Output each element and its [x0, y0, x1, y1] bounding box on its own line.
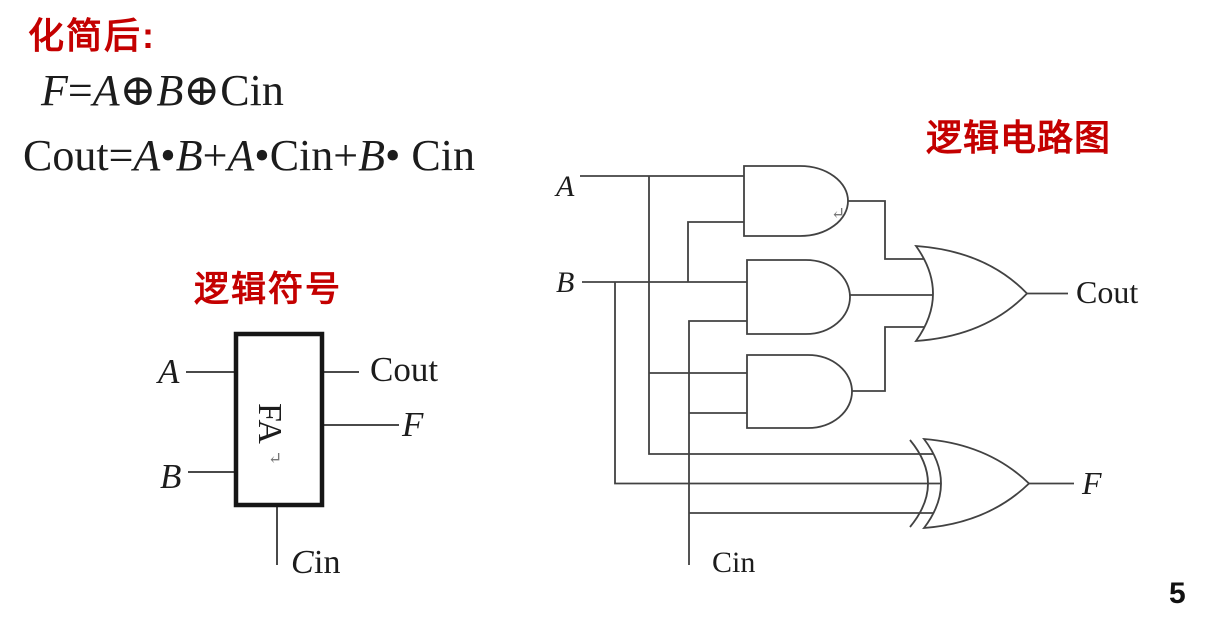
- fa-logic-symbol: FA ↵ A B Cout F C in: [156, 331, 438, 581]
- formula-carry: Cout=A•B+A•Cin+B• Cin: [23, 134, 475, 178]
- formula-segment: A: [227, 131, 255, 180]
- heading-simplified: 化简后:: [28, 15, 156, 56]
- circuit-output-f-label: F: [1081, 465, 1102, 501]
- formula-segment: Cout=: [23, 131, 134, 180]
- symbol-input-a-label: A: [156, 352, 180, 391]
- heading-logic-circuit: 逻辑电路图: [926, 117, 1112, 158]
- wire-b-branch-to-xor: [614, 282, 950, 485]
- wire-b-to-and1: [687, 221, 760, 282]
- page-number: 5: [1169, 577, 1186, 610]
- formula-segment: +: [202, 131, 228, 180]
- wire-a-branch-to-xor: [648, 176, 950, 455]
- and-gate-3: [746, 354, 853, 429]
- formula-segment: A: [133, 131, 161, 180]
- formula-segment: ⊕: [119, 66, 157, 115]
- fa-gate-circuit: A B Cin Cout F ↵: [554, 165, 1138, 579]
- formula-segment: =: [67, 66, 93, 115]
- fa-box: [233, 331, 325, 508]
- circuit-input-b-label: B: [556, 266, 574, 299]
- wire-and1-to-or: [848, 200, 945, 260]
- formula-sum: F=A⊕B⊕Cin: [41, 69, 284, 113]
- circuit-wires: [580, 175, 1074, 565]
- wire-cin-line-to-and2: [688, 320, 760, 565]
- formula-segment: B: [358, 131, 385, 180]
- wire-and3-to-or: [852, 326, 945, 392]
- symbol-output-cout-label: Cout: [370, 350, 438, 389]
- formula-segment: B: [175, 131, 203, 180]
- circuit-output-cout-label: Cout: [1076, 274, 1138, 310]
- xor-gate-input-arc: [909, 439, 929, 528]
- and-gate-1: [743, 165, 849, 237]
- symbol-cin-label-c: C: [291, 544, 314, 581]
- return-mark-symbol: ↵: [268, 449, 282, 468]
- symbol-output-f-label: F: [401, 405, 424, 444]
- formula-segment: B: [156, 66, 184, 115]
- or-gate: [914, 244, 1029, 343]
- xor-gate-body: [922, 437, 1031, 530]
- return-mark-circuit: ↵: [831, 204, 845, 223]
- symbol-cin-label-in: in: [314, 544, 340, 581]
- formula-segment: • Cin: [384, 131, 475, 180]
- circuit-input-cin-label: Cin: [712, 546, 755, 579]
- formula-segment: •: [160, 131, 176, 180]
- heading-logic-symbol: 逻辑符号: [194, 270, 343, 309]
- formula-segment: F: [41, 66, 68, 115]
- and-gate-2: [746, 259, 851, 335]
- formula-segment: A: [92, 66, 120, 115]
- formula-segment: ⊕Cin: [183, 66, 284, 115]
- circuit-input-a-label: A: [554, 170, 575, 203]
- fa-box-label: FA: [251, 403, 288, 444]
- formula-segment: •Cin+: [254, 131, 359, 180]
- symbol-input-b-label: B: [160, 457, 181, 496]
